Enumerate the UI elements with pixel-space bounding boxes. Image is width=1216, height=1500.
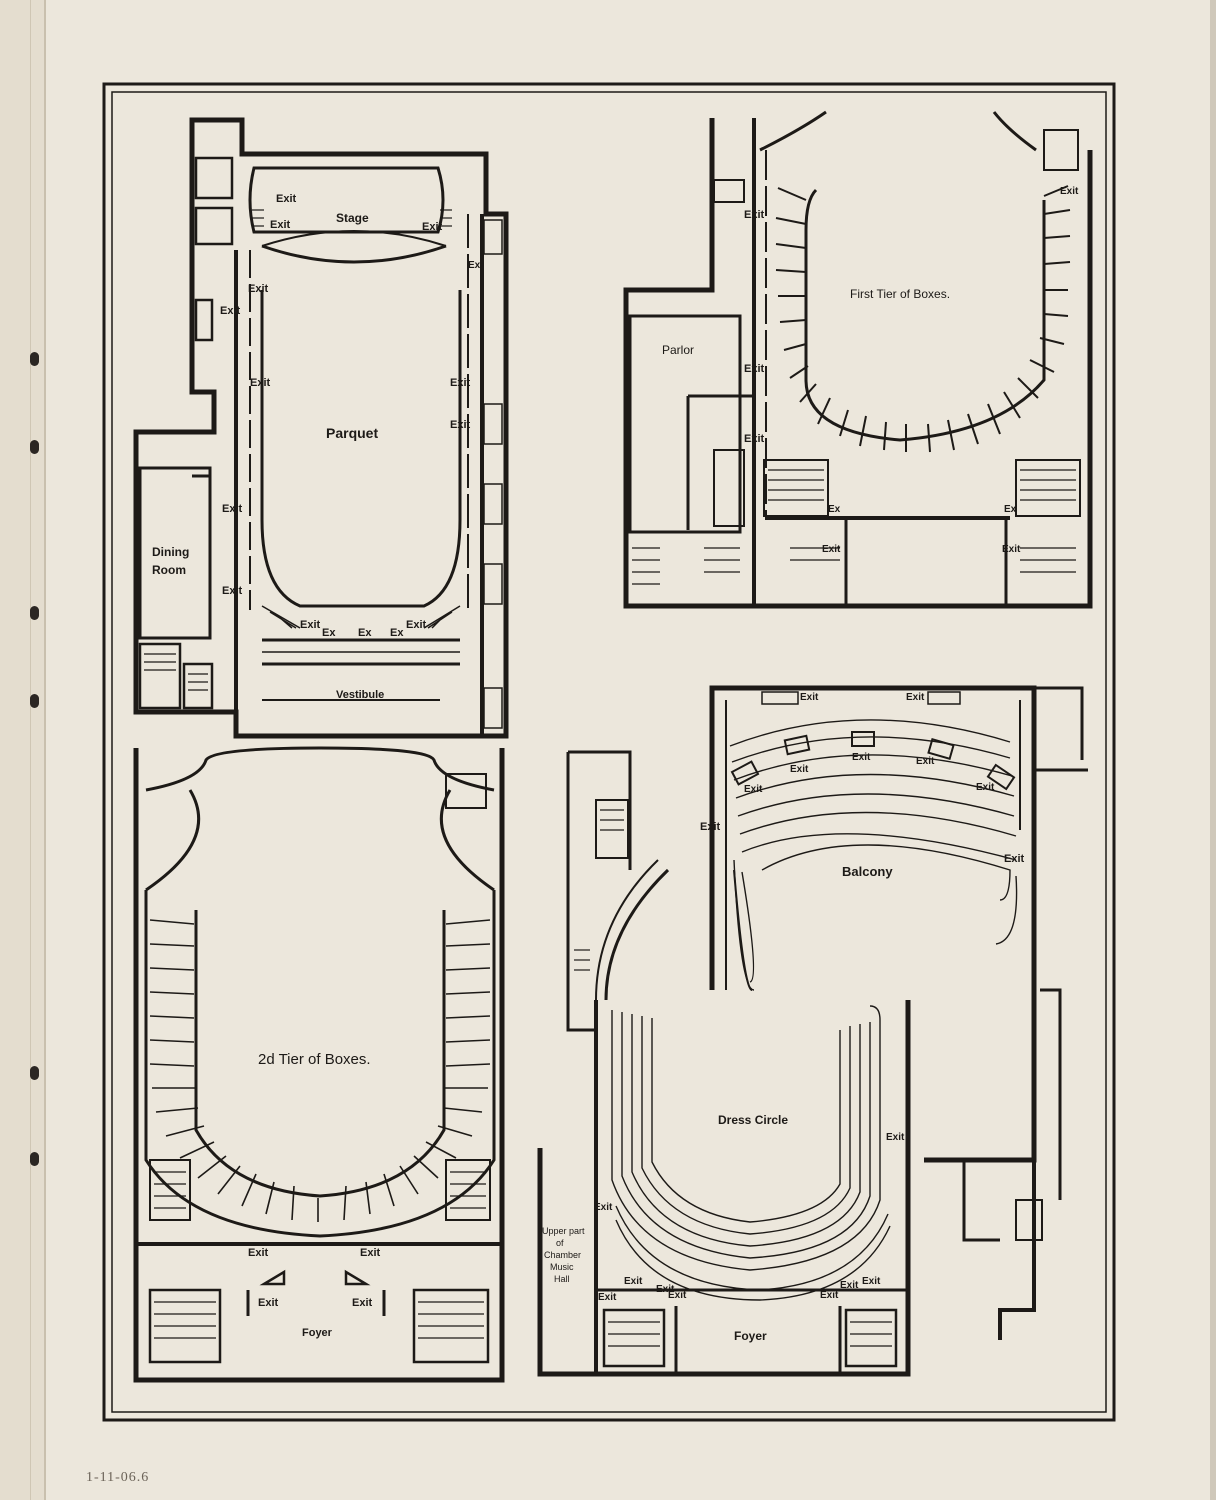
vestibule-label: Vestibule — [336, 689, 384, 701]
binding-hole — [30, 1152, 39, 1166]
dress-circle-seat-rows — [611, 1005, 891, 1301]
exit-label: Exit — [1004, 853, 1025, 865]
exit-label: Exit — [906, 692, 925, 703]
chamber-hall-label: Chamber — [544, 1250, 581, 1260]
foyer-label: Foyer — [734, 1329, 767, 1343]
ex-label: Ex — [828, 504, 841, 515]
chamber-hall-label: Upper part — [542, 1226, 585, 1236]
exit-label: Exit — [222, 503, 243, 515]
exit-label: Exit — [700, 821, 721, 833]
exit-label: Exit — [1060, 186, 1079, 197]
dress-circle-labels: Dress Circle Foyer Exit Exit Exit Exit E… — [542, 1113, 905, 1343]
balcony-labels: Balcony Exit Exit Exit Exit Exit Exit Ex… — [700, 692, 1025, 879]
exit-label: Exit — [220, 305, 241, 317]
binding-hole — [30, 1066, 39, 1080]
parlor-label: Parlor — [662, 343, 694, 357]
foyer-label: Foyer — [302, 1327, 333, 1339]
ex-label: Ex — [322, 627, 336, 639]
exit-label: Exit — [270, 219, 291, 231]
exit-label: Exit — [656, 1284, 675, 1295]
exit-label: Exit — [248, 1247, 269, 1259]
exit-label: Exit — [886, 1132, 905, 1143]
first-tier-title: First Tier of Boxes. — [850, 287, 950, 301]
spine-fold — [8, 0, 31, 1500]
binding-hole — [30, 440, 39, 454]
exit-label: Exit — [862, 1276, 881, 1287]
exit-label: Exit — [976, 782, 995, 793]
box-partitions — [775, 185, 1071, 453]
first-tier-labels: First Tier of Boxes. Parlor Exit Exit Ex… — [662, 186, 1079, 555]
dress-circle-plan — [537, 750, 1062, 1377]
exit-label: Exit — [450, 419, 471, 431]
ex-label: Ex — [390, 627, 404, 639]
dining-room-label: Dining — [152, 545, 189, 559]
parquet-title: Parquet — [326, 425, 378, 441]
exit-label: Exit — [744, 433, 765, 445]
binding-hole — [30, 694, 39, 708]
parquet-labels: Stage Parquet Vestibule Dining Room Exit… — [152, 193, 481, 701]
exit-label: Exit — [1002, 544, 1021, 555]
exit-label: Exit — [598, 1292, 617, 1303]
second-tier-plan — [133, 746, 505, 1383]
exit-label: Exit — [624, 1276, 643, 1287]
balcony-title: Balcony — [842, 864, 893, 879]
box-partitions — [149, 919, 491, 1222]
pencil-catalog-note: 1-11-06.6 — [86, 1470, 150, 1485]
exit-label: Exit — [744, 209, 765, 221]
exit-label: Exit — [820, 1290, 839, 1301]
exit-label: Exit — [852, 752, 871, 763]
exit-label: Exit — [222, 585, 243, 597]
exit-label: Exit — [250, 377, 271, 389]
ex-label: Ex — [358, 627, 372, 639]
exit-label: Exit — [248, 283, 269, 295]
binding-hole — [30, 606, 39, 620]
exit-label: Exit — [352, 1297, 373, 1309]
exit-label: Exit — [800, 692, 819, 703]
dress-circle-title: Dress Circle — [718, 1113, 788, 1127]
chamber-hall-label: Hall — [554, 1274, 570, 1284]
exit-label: Exit — [744, 784, 763, 795]
exit-label: Exit — [360, 1247, 381, 1259]
exit-label: Exit — [276, 193, 297, 205]
binding-spine — [0, 0, 46, 1500]
second-tier-labels: 2d Tier of Boxes. Foyer Exit Exit Exit E… — [248, 1051, 381, 1339]
chamber-hall-label: of — [556, 1238, 564, 1248]
exit-label: Exit — [594, 1202, 613, 1213]
exit-label: Exit — [300, 619, 321, 631]
page-border — [102, 82, 1116, 1422]
exit-label: Exit — [258, 1297, 279, 1309]
first-tier-plan — [623, 110, 1093, 609]
exit-label: Exit — [840, 1280, 859, 1291]
exit-label: Exit — [790, 764, 809, 775]
exit-label: Exit — [450, 377, 471, 389]
exit-label: Exit — [744, 363, 765, 375]
page-edge — [1210, 0, 1216, 1500]
ex-label: Ex — [1004, 504, 1017, 515]
binding-hole — [30, 352, 39, 366]
exit-label: Exit — [916, 756, 935, 767]
exit-label: Exit — [822, 544, 841, 555]
second-tier-title: 2d Tier of Boxes. — [258, 1051, 371, 1068]
balcony-plan — [709, 685, 1088, 1163]
dining-room-label: Room — [152, 563, 186, 577]
ex-label: Ex — [468, 260, 481, 271]
chamber-hall-label: Music — [550, 1262, 574, 1272]
exit-label: Exit — [422, 221, 443, 233]
parquet-plan — [133, 117, 509, 739]
exit-label: Exit — [668, 1290, 687, 1301]
exit-label: Exit — [406, 619, 427, 631]
stage-label: Stage — [336, 211, 369, 225]
balcony-seat-rows — [729, 719, 1018, 991]
